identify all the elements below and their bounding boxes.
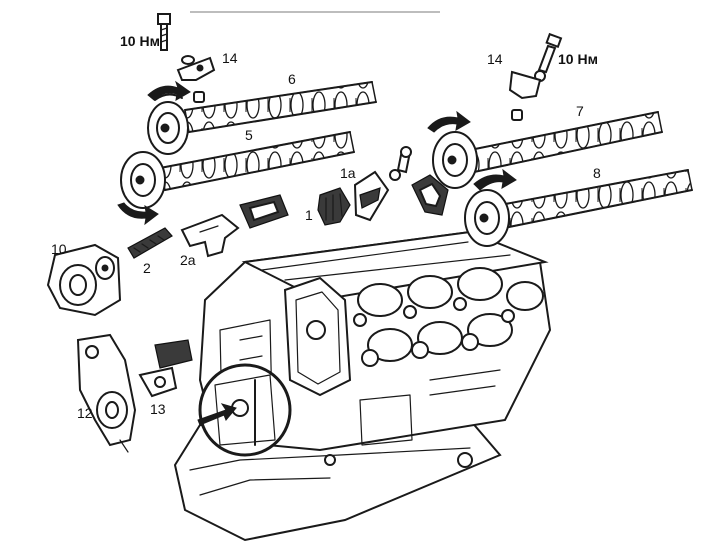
part-12-housing	[76, 333, 137, 453]
part-1a-tensioner	[353, 146, 412, 222]
callout-2a: 2a	[180, 252, 196, 268]
callout-10: 10	[51, 241, 67, 257]
callout-14-left: 14	[222, 50, 238, 66]
rotation-arrow-icon	[427, 110, 471, 133]
camshaft-5	[159, 131, 355, 191]
rotation-arrow-icon	[147, 80, 191, 101]
rotation-arrow-icon	[473, 168, 517, 191]
part-chain-link-center	[239, 194, 289, 229]
cylinder-ports	[353, 267, 544, 367]
part-chain-link-right	[411, 174, 449, 216]
bolt-left	[157, 13, 171, 51]
torque-label-right: 10 Нм	[558, 51, 598, 67]
detail-inset-circle	[197, 363, 292, 457]
callout-6: 6	[288, 71, 296, 87]
part-1-chain-guide	[317, 187, 351, 226]
callout-12: 12	[77, 405, 93, 421]
callout-2: 2	[143, 260, 151, 276]
part-2a-guide	[180, 213, 240, 258]
callout-13: 13	[150, 401, 166, 417]
part-13-bracket	[138, 339, 193, 398]
camshaft-5-sprocket	[120, 151, 166, 209]
callout-1a: 1a	[340, 165, 356, 181]
camshaft-8-sprocket	[464, 189, 510, 247]
callout-14-right: 14	[487, 51, 503, 67]
callout-5: 5	[245, 127, 253, 143]
callout-8: 8	[593, 165, 601, 181]
camshaft-7-sprocket	[432, 131, 478, 189]
camshaft-6	[184, 81, 377, 133]
camshaft-6-sprocket	[147, 93, 189, 155]
torque-label-left: 10 Нм	[120, 33, 160, 49]
part-10-cover	[46, 243, 122, 317]
callout-1: 1	[305, 207, 313, 223]
bearing-cap-14-left	[176, 55, 216, 103]
camshaft-7	[469, 111, 663, 173]
callout-7: 7	[576, 103, 584, 119]
rotation-arrow-icon	[117, 202, 159, 226]
part-2-slide-rail	[127, 227, 173, 259]
bearing-cap-14-right	[508, 70, 542, 121]
